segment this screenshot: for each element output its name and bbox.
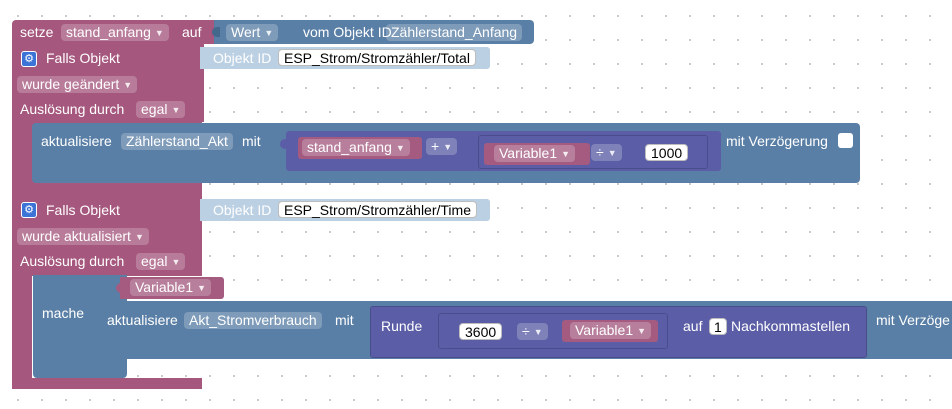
- ausloesung-label: Auslösung durch: [20, 101, 125, 117]
- condition-dropdown-label: wurde geändert: [22, 76, 120, 92]
- variable-dropdown-label: Variable1: [575, 322, 634, 338]
- runde-label: Runde: [381, 318, 423, 334]
- chevron-down-icon: ▼: [197, 283, 207, 293]
- condition-dropdown-label: wurde aktualisiert: [22, 228, 131, 244]
- update-target-field[interactable]: Zählerstand_Akt: [121, 133, 233, 150]
- chevron-down-icon: ▼: [171, 257, 181, 267]
- variable-dropdown[interactable]: stand_anfang▼: [61, 24, 169, 41]
- variable-dropdown-label: Variable1: [135, 279, 194, 295]
- variable-dropdown[interactable]: stand_anfang▼: [302, 139, 410, 156]
- variable-block-stand-anfang[interactable]: stand_anfang▼: [298, 137, 422, 159]
- decimals-input[interactable]: 1: [709, 318, 727, 335]
- chevron-down-icon: ▼: [607, 148, 617, 158]
- object-id-field[interactable]: Zählerstand_Anfang: [386, 24, 523, 41]
- setze-label: setze: [20, 24, 54, 40]
- object-id-block[interactable]: Objekt ID ESP_Strom/Stromzähler/Time: [200, 199, 490, 221]
- auf-label: auf: [683, 318, 703, 334]
- variable-dropdown-label: stand_anfang: [66, 24, 151, 40]
- aktualisiere-label: aktualisiere: [41, 133, 112, 149]
- update-block-1[interactable]: aktualisiere Zählerstand_Akt mit mit Ver…: [32, 123, 860, 183]
- vom-objekt-id-label: vom Objekt ID: [303, 24, 392, 40]
- variable-dropdown-label: Variable1: [499, 145, 558, 161]
- ausloesung-dropdown-label: egal: [141, 253, 168, 269]
- variable-dropdown[interactable]: Variable1▼: [570, 322, 652, 339]
- gear-icon[interactable]: ⚙: [21, 202, 37, 218]
- ausloesung-dropdown[interactable]: egal▼: [136, 101, 186, 118]
- ausloesung-dropdown-label: egal: [141, 101, 168, 117]
- divide-operator-dropdown[interactable]: ÷▼: [517, 323, 548, 340]
- variable-dropdown[interactable]: Variable1▼: [130, 279, 212, 296]
- divisor-input[interactable]: 1000: [645, 144, 689, 161]
- variable-block-condition[interactable]: Variable1▼: [116, 277, 224, 299]
- objekt-id-label: Objekt ID: [213, 202, 272, 218]
- divide-operator-label: ÷: [522, 323, 530, 339]
- object-id-input[interactable]: ESP_Strom/Stromzähler/Time: [278, 201, 477, 218]
- connector-notch: [116, 283, 124, 293]
- objekt-id-label: Objekt ID: [213, 50, 272, 66]
- nachkommastellen-label: Nachkommastellen: [731, 318, 851, 334]
- falls-objekt-label: Falls Objekt: [46, 202, 120, 218]
- aktualisiere-label: aktualisiere: [107, 312, 178, 328]
- chevron-down-icon: ▼: [171, 105, 181, 115]
- trigger-block-2-bottom: [12, 378, 202, 389]
- divide-operator-dropdown[interactable]: ÷▼: [591, 144, 622, 161]
- chevron-down-icon: ▼: [561, 149, 571, 159]
- value-dropdown[interactable]: Wert▼: [226, 24, 279, 41]
- gear-icon[interactable]: ⚙: [21, 51, 37, 67]
- mache-label: mache: [42, 305, 85, 321]
- connector-notch: [212, 27, 220, 37]
- trigger-block-2-left: [12, 196, 32, 389]
- chevron-down-icon: ▼: [154, 28, 164, 38]
- mit-label: mit: [242, 133, 261, 149]
- ausloesung-dropdown[interactable]: egal▼: [136, 253, 186, 270]
- get-object-block[interactable]: Wert▼ vom Objekt ID Zählerstand_Anfang: [212, 20, 534, 44]
- variable-dropdown[interactable]: Variable1▼: [494, 145, 576, 162]
- variable-block-variable1[interactable]: Variable1▼: [562, 320, 658, 342]
- ausloesung-label: Auslösung durch: [20, 253, 125, 269]
- object-id-input[interactable]: ESP_Strom/Stromzähler/Total: [278, 49, 476, 66]
- condition-dropdown[interactable]: wurde aktualisiert▼: [17, 228, 149, 245]
- trigger-block-2[interactable]: [12, 196, 202, 276]
- chevron-down-icon: ▼: [123, 80, 133, 90]
- mit-label: mit: [335, 312, 354, 328]
- trigger-block-1-bottom: [12, 186, 202, 196]
- numerator-input[interactable]: 3600: [459, 323, 503, 340]
- chevron-down-icon: ▼: [637, 326, 647, 336]
- plus-operator-label: +: [431, 138, 440, 154]
- chevron-down-icon: ▼: [134, 232, 144, 242]
- chevron-down-icon: ▼: [533, 327, 543, 337]
- variable-block-variable1[interactable]: Variable1▼: [484, 143, 590, 165]
- auf-label: auf: [182, 24, 202, 40]
- chevron-down-icon: ▼: [395, 143, 405, 153]
- mit-verzoegerung-label: mit Verzöge: [876, 312, 950, 328]
- set-variable-block[interactable]: setze stand_anfang▼ auf: [12, 20, 218, 44]
- trigger-block-1-body: [12, 44, 204, 122]
- divide-operator-label: ÷: [596, 144, 604, 160]
- condition-dropdown[interactable]: wurde geändert▼: [17, 76, 138, 93]
- value-dropdown-label: Wert: [231, 24, 261, 40]
- object-id-block[interactable]: Objekt ID ESP_Strom/Stromzähler/Total: [200, 47, 490, 69]
- chevron-down-icon: ▼: [443, 142, 453, 152]
- variable-dropdown-label: stand_anfang: [307, 139, 392, 155]
- update-target-field[interactable]: Akt_Stromverbrauch: [184, 312, 322, 329]
- plus-operator-dropdown[interactable]: +▼: [426, 138, 458, 155]
- chevron-down-icon: ▼: [264, 28, 274, 38]
- mit-verzoegerung-label: mit Verzögerung: [726, 133, 828, 149]
- connector-notch: [280, 139, 288, 149]
- delay-checkbox[interactable]: [838, 133, 853, 148]
- if-block-cap: [33, 275, 127, 301]
- falls-objekt-label: Falls Objekt: [46, 50, 120, 66]
